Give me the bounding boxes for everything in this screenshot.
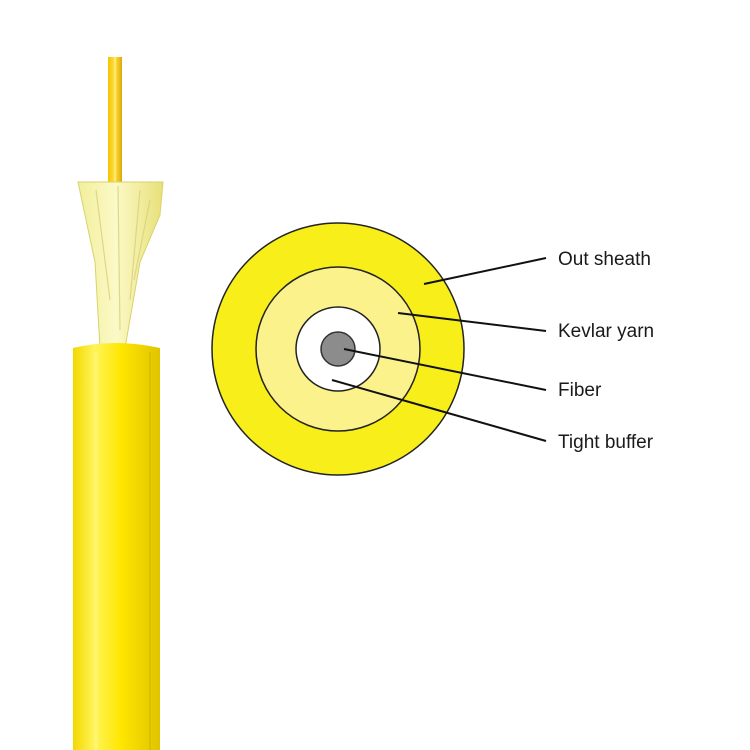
leader-lines bbox=[331, 257, 547, 442]
leader-out-sheath bbox=[423, 257, 547, 285]
leader-tight-buffer bbox=[331, 379, 547, 442]
leader-kevlar-yarn bbox=[397, 312, 547, 332]
cross-section bbox=[211, 222, 465, 476]
outer-sheath-body bbox=[73, 343, 160, 750]
label-tight-buffer: Tight buffer bbox=[558, 432, 654, 453]
cable-side-view bbox=[73, 57, 164, 750]
label-out-sheath: Out sheath bbox=[558, 249, 651, 270]
labels: Out sheath Kevlar yarn Fiber Tight buffe… bbox=[558, 249, 654, 453]
fiber-core bbox=[320, 331, 356, 367]
leader-fiber bbox=[343, 348, 547, 391]
label-kevlar-yarn: Kevlar yarn bbox=[558, 321, 654, 342]
label-fiber: Fiber bbox=[558, 380, 602, 401]
kevlar-yarn-flare bbox=[77, 181, 164, 349]
